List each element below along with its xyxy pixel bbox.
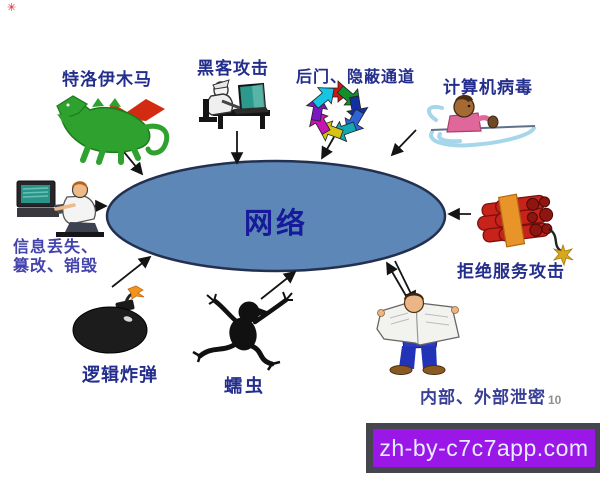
- bomb-icon: [72, 285, 148, 354]
- watermark-text: zh-by-c7c7app.com: [379, 434, 589, 461]
- label-logic-bomb: 逻辑炸弹: [82, 365, 158, 385]
- worm-figure-icon: [192, 291, 293, 371]
- man-reading-newspaper-icon: [376, 292, 460, 375]
- watermark-banner-inner: zh-by-c7c7app.com: [373, 429, 595, 467]
- dynamite-icon: [477, 193, 574, 267]
- user-at-computer-icon: [16, 180, 104, 237]
- arrow-backdoor: [321, 136, 335, 160]
- label-backdoor: 后门、隐蔽通道: [296, 69, 416, 86]
- label-info-loss-line2: 篡改、销毁: [13, 258, 99, 275]
- arrow-worm: [260, 270, 297, 300]
- label-trojan: 特洛伊木马: [62, 70, 152, 89]
- dragon-icon: [56, 95, 170, 165]
- label-info-loss: 信息丢失、 篡改、销毁: [13, 238, 98, 276]
- label-info-loss-line1: 信息丢失、: [13, 239, 99, 256]
- fuse-flame-icon: [127, 285, 145, 300]
- corner-mark-icon: ✳: [7, 2, 17, 14]
- watermark-banner: zh-by-c7c7app.com: [366, 423, 600, 473]
- hacker-at-computer-icon: [199, 79, 270, 129]
- arrow-trojan: [123, 151, 144, 176]
- spark-icon: [552, 243, 574, 267]
- label-hacker: 黑客攻击: [197, 59, 269, 78]
- label-dos: 拒绝服务攻击: [457, 262, 565, 281]
- label-virus: 计算机病毒: [443, 78, 533, 97]
- arrow-logic-bomb: [111, 255, 152, 288]
- arrow-ring-icon: [305, 80, 369, 143]
- page-number: 10: [548, 393, 562, 407]
- label-worm: 蠕虫: [224, 376, 266, 396]
- virus-baby-icon: [426, 94, 536, 148]
- network-ellipse: [105, 159, 447, 273]
- network-label: 网络: [243, 208, 308, 240]
- arrow-virus: [390, 129, 417, 157]
- label-leak: 内部、外部泄密: [420, 388, 546, 407]
- dynamite-fuse: [548, 227, 562, 252]
